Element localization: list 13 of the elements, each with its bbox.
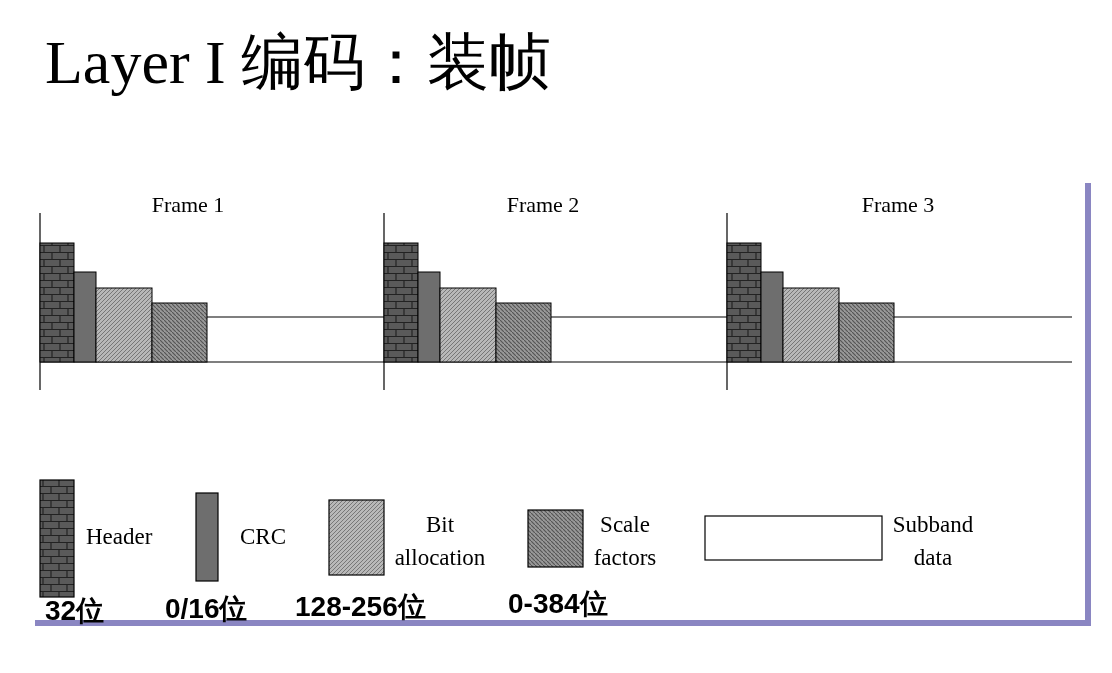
legend-label: Header	[86, 524, 153, 550]
title: Layer I 编码：装帧	[45, 27, 552, 98]
legend-label: Bit allocation	[393, 511, 487, 572]
bit-count-label: 0/16位	[165, 592, 248, 626]
legend-label: Scale factors	[592, 511, 658, 572]
bit-count-label: 0-384位	[508, 587, 608, 621]
bit-count-label: 128-256位	[295, 590, 426, 624]
legend-label: Subband data	[891, 511, 975, 572]
frame-label: Frame 2	[506, 192, 580, 218]
bit-count-label: 32位	[45, 594, 105, 628]
frame-label: Frame 3	[861, 192, 935, 218]
frame-label: Frame 1	[151, 192, 225, 218]
legend-label: CRC	[240, 524, 287, 550]
